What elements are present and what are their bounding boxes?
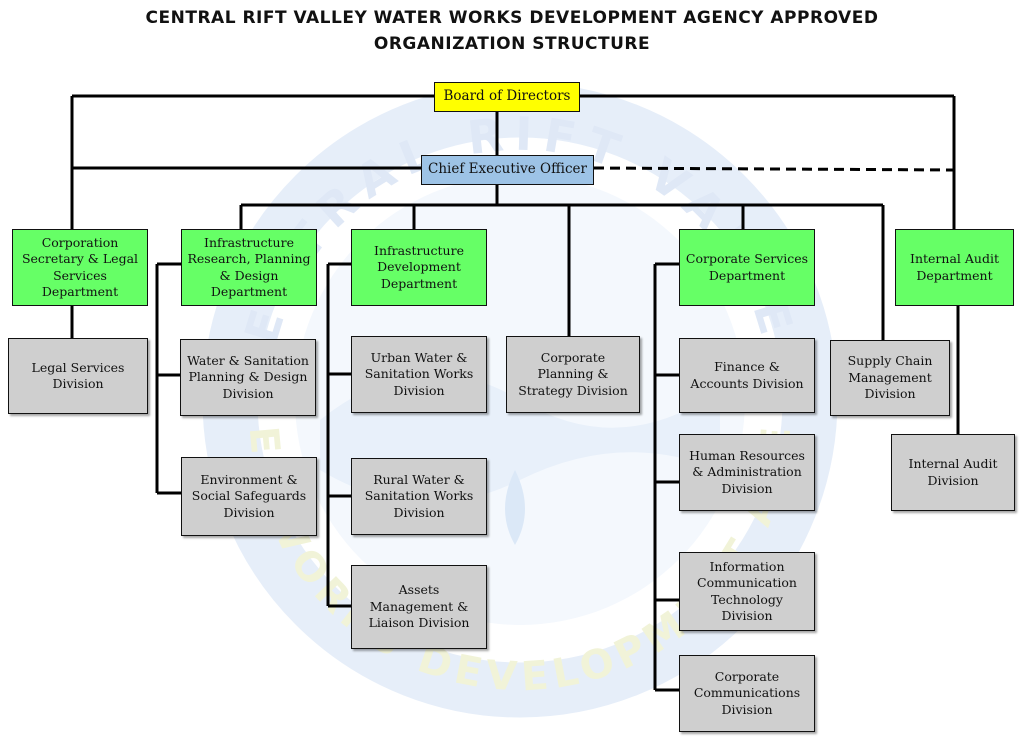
chief-executive-officer-box: Chief Executive Officer (421, 155, 594, 185)
board-of-directors-box: Board of Directors (434, 82, 580, 112)
division-rural-water-box: Rural Water & Sanitation Works Division (351, 458, 487, 535)
division-assets-management-box: Assets Management & Liaison Division (351, 565, 487, 649)
division-internal-audit-box: Internal Audit Division (891, 434, 1015, 511)
division-water-sanitation-planning-box: Water & Sanitation Planning & Design Div… (180, 339, 316, 416)
division-legal-services-box: Legal Services Division (8, 338, 148, 414)
page-subtitle: ORGANIZATION STRUCTURE (373, 34, 651, 54)
division-environment-social-box: Environment & Social Safeguards Division (181, 457, 317, 536)
division-corporate-planning-box: Corporate Planning & Strategy Division (506, 336, 640, 413)
division-corporate-communications-box: Corporate Communications Division (679, 655, 815, 732)
division-urban-water-box: Urban Water & Sanitation Works Division (351, 336, 487, 413)
department-corp-secretary-box: Corporation Secretary & Legal Services D… (12, 229, 148, 306)
page-title: CENTRAL RIFT VALLEY WATER WORKS DEVELOPM… (145, 8, 879, 28)
division-ict-box: Information Communication Technology Div… (679, 552, 815, 631)
division-human-resources-box: Human Resources & Administration Divisio… (679, 434, 815, 511)
division-finance-accounts-box: Finance & Accounts Division (679, 338, 815, 413)
department-infra-research-box: Infrastructure Research, Planning & Desi… (181, 229, 317, 306)
department-infra-development-box: Infrastructure Development Department (351, 229, 487, 306)
department-corporate-services-box: Corporate Services Department (679, 229, 815, 306)
department-internal-audit-box: Internal Audit Department (895, 229, 1014, 306)
division-supply-chain-box: Supply Chain Management Division (830, 340, 950, 416)
